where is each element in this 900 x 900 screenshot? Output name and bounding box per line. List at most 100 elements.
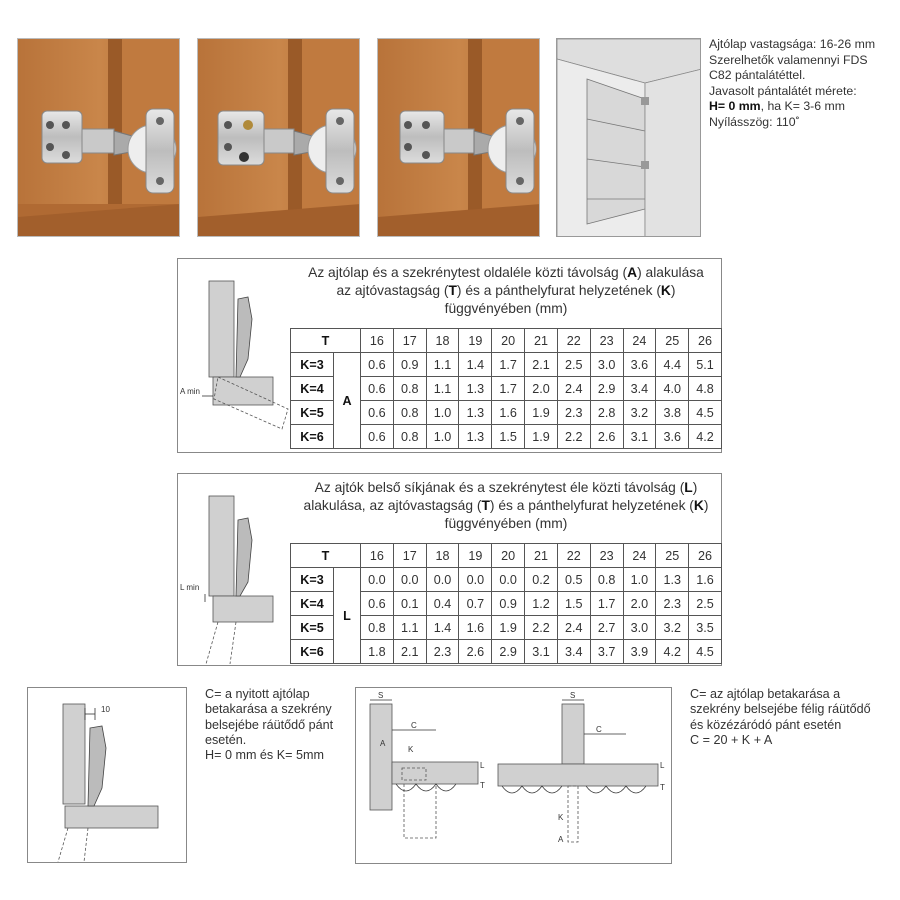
table-cell: 2.0 xyxy=(622,591,657,616)
table-cell: 0.6 xyxy=(360,591,394,616)
note-right-line-2: szekrény belsejébe félig ráütődő xyxy=(690,702,871,717)
table-cell: 0.9 xyxy=(491,591,526,616)
column-header-cell: 16 xyxy=(360,328,394,353)
table-cell: 0.0 xyxy=(491,567,526,592)
spec-text: Ajtólap vastagsága: 16-26 mm Szerelhetők… xyxy=(709,37,899,131)
hinge-photo-2 xyxy=(197,38,360,237)
note-left-line-2: betakarása a szekrény xyxy=(205,702,332,717)
a-min-diagram: A min xyxy=(180,280,289,430)
table-cell: 2.2 xyxy=(524,615,558,640)
table-cell: 1.9 xyxy=(524,424,558,449)
label-t-left: T xyxy=(480,781,485,790)
table-a-header: Az ajtólap és a szekrénytest oldaléle kö… xyxy=(308,265,704,316)
k-label-cell: K=4 xyxy=(290,376,334,401)
cabinet-illustration xyxy=(556,38,701,237)
t-header-cell: T xyxy=(290,328,361,353)
note-right: C= az ajtólap betakarása a szekrény bels… xyxy=(690,687,871,748)
table-cell: 2.3 xyxy=(655,591,690,616)
table-cell: 2.4 xyxy=(556,615,591,640)
inset-diagram: S C A K L T S C L T K A xyxy=(369,691,665,844)
a-min-label: A min xyxy=(180,387,200,396)
column-header-cell: 25 xyxy=(655,543,690,568)
table-cell: 2.2 xyxy=(556,424,591,449)
column-header-cell: 22 xyxy=(556,328,591,353)
column-header-cell: 19 xyxy=(458,543,493,568)
table-cell: 2.4 xyxy=(556,376,591,401)
table-cell: 1.5 xyxy=(556,591,591,616)
k-label-cell: K=5 xyxy=(290,400,334,425)
table-cell: 2.3 xyxy=(425,639,460,664)
table-cell: 3.1 xyxy=(622,424,657,449)
k-label-cell: K=5 xyxy=(290,615,334,640)
label-k-right: K xyxy=(558,813,564,822)
table-cell: 0.2 xyxy=(524,567,558,592)
table-cell: 3.7 xyxy=(589,639,624,664)
group-label-cell: L xyxy=(333,567,361,664)
table-cell: 0.6 xyxy=(360,400,394,425)
k-label-cell: K=3 xyxy=(290,352,334,377)
table-cell: 2.6 xyxy=(589,424,624,449)
overlay-diagram-panel xyxy=(27,687,187,863)
table-cell: 3.2 xyxy=(655,615,690,640)
table-cell: 0.5 xyxy=(556,567,591,592)
column-header-cell: 18 xyxy=(425,328,460,353)
label-c-right: C xyxy=(596,725,602,734)
table-cell: 2.6 xyxy=(458,639,493,664)
table-cell: 1.7 xyxy=(491,376,526,401)
table-cell: 0.0 xyxy=(360,567,394,592)
table-cell: 1.6 xyxy=(491,400,526,425)
label-c-left: C xyxy=(411,721,417,730)
label-s-right: S xyxy=(570,691,575,700)
table-cell: 1.9 xyxy=(524,400,558,425)
column-header-cell: 17 xyxy=(392,543,427,568)
table-cell: 0.6 xyxy=(360,424,394,449)
table-cell: 0.0 xyxy=(392,567,427,592)
table-cell: 3.1 xyxy=(524,639,558,664)
column-header-cell: 22 xyxy=(556,543,591,568)
table-cell: 2.7 xyxy=(589,615,624,640)
note-left-line-5: H= 0 mm és K= 5mm xyxy=(205,748,324,763)
label-t-right: T xyxy=(660,783,665,792)
table-cell: 2.3 xyxy=(556,400,591,425)
table-cell: 1.4 xyxy=(458,352,493,377)
table-cell: 2.5 xyxy=(556,352,591,377)
table-cell: 2.1 xyxy=(524,352,558,377)
table-cell: 3.4 xyxy=(556,639,591,664)
table-cell: 0.0 xyxy=(458,567,493,592)
note-left-line-4: esetén. xyxy=(205,732,247,747)
table-cell: 0.8 xyxy=(392,376,427,401)
table-cell: 3.6 xyxy=(622,352,657,377)
table-cell: 4.0 xyxy=(655,376,690,401)
column-header-cell: 17 xyxy=(392,328,427,353)
table-cell: 0.7 xyxy=(458,591,493,616)
group-label-cell: A xyxy=(333,352,361,449)
column-header-cell: 21 xyxy=(524,328,558,353)
spec-line-plate: C82 pántalátéttel. xyxy=(709,68,806,83)
table-cell: 5.1 xyxy=(688,352,722,377)
table-cell: 3.4 xyxy=(622,376,657,401)
label-a-right: A xyxy=(558,835,564,844)
table-cell: 0.8 xyxy=(392,400,427,425)
table-cell: 2.9 xyxy=(491,639,526,664)
label-l-right: L xyxy=(660,761,665,770)
table-cell: 2.0 xyxy=(524,376,558,401)
table-cell: 1.4 xyxy=(425,615,460,640)
table-l-header: Az ajtók belső síkjának és a szekrénytes… xyxy=(303,480,709,531)
spec-line-thickness: Ajtólap vastagsága: 16-26 mm xyxy=(709,37,876,51)
column-header-cell: 26 xyxy=(688,328,722,353)
column-header-cell: 16 xyxy=(360,543,394,568)
table-cell: 3.5 xyxy=(688,615,722,640)
table-cell: 2.1 xyxy=(392,639,427,664)
table-cell: 1.3 xyxy=(655,567,690,592)
note-left-line-3: belsejébe ráütődő pánt xyxy=(205,717,334,732)
table-cell: 4.5 xyxy=(688,400,722,425)
table-cell: 2.8 xyxy=(589,400,624,425)
column-header-cell: 21 xyxy=(524,543,558,568)
table-cell: 2.9 xyxy=(589,376,624,401)
table-cell: 1.3 xyxy=(458,400,493,425)
table-cell: 0.8 xyxy=(589,567,624,592)
